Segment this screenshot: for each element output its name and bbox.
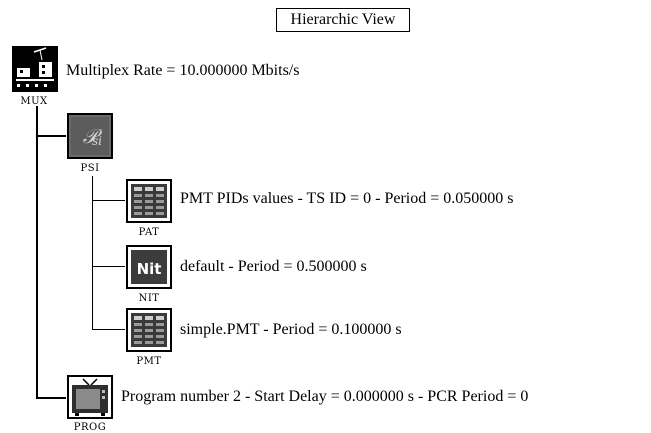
tree-connector [36,106,38,398]
svg-text:si: si [92,134,102,148]
mux-caption: MUX [20,96,48,107]
nit-label[interactable]: default - Period = 0.500000 s [180,258,367,275]
nit-badge-icon[interactable]: Nit [126,245,172,289]
prog-label[interactable]: Program number 2 - Start Delay = 0.00000… [121,388,529,405]
mux-rate-label[interactable]: Multiplex Rate = 10.000000 Mbits/s [66,62,300,79]
pat-label[interactable]: PMT PIDs values - TS ID = 0 - Period = 0… [180,190,514,207]
view-title: Hierarchic View [276,8,410,32]
tree-connector [36,135,66,137]
mux-network-icon[interactable] [12,46,58,92]
tree-connector [92,200,125,201]
tree-connector [36,397,66,399]
tree-connector [92,329,125,330]
prog-caption: PROG [73,422,107,433]
pmt-caption: PMT [136,356,162,367]
psi-symbol-icon[interactable]: 𝒫 si [67,113,113,159]
pat-table-icon[interactable] [126,179,172,223]
tree-connector [92,176,93,329]
nit-badge-text: Nit [137,260,162,278]
pat-caption: PAT [138,227,160,238]
nit-caption: NIT [138,293,160,304]
psi-caption: PSI [80,163,100,174]
tv-program-icon[interactable] [67,375,113,419]
tree-connector [92,266,125,267]
pmt-label[interactable]: simple.PMT - Period = 0.100000 s [180,321,402,338]
pmt-table-icon[interactable] [126,308,172,352]
